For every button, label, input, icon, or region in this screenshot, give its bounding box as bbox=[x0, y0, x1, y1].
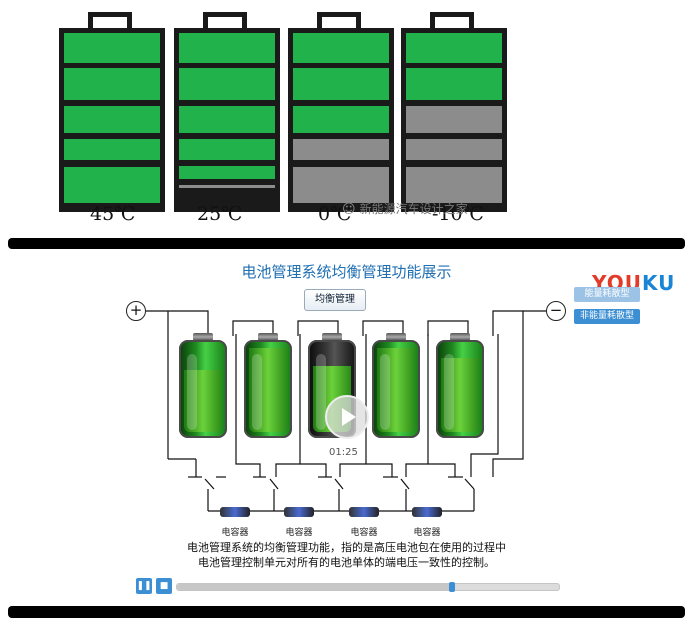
capacitor-label: 电容器 bbox=[285, 528, 313, 538]
pause-icon[interactable]: ❚❚ bbox=[136, 578, 152, 594]
battery-cell-1 bbox=[179, 333, 227, 438]
video-top-border bbox=[8, 238, 685, 249]
temp-label-25: 25℃ bbox=[197, 203, 243, 225]
temp-label-minus10: -10℃ bbox=[432, 203, 484, 225]
capacitor-4 bbox=[412, 507, 442, 517]
video-player[interactable]: 电池管理系统均衡管理功能展示 均衡管理 YOUKU 能量耗散型 非能量耗散型 bbox=[8, 249, 685, 606]
circuit-diagram bbox=[146, 310, 546, 512]
balance-management-button[interactable]: 均衡管理 bbox=[304, 289, 366, 311]
capacitor-label: 电容器 bbox=[413, 528, 441, 538]
stop-icon[interactable]: ■ bbox=[156, 578, 172, 594]
progress-bar[interactable] bbox=[176, 582, 560, 592]
capacitor-1 bbox=[220, 507, 250, 517]
capacitor-label: 电容器 bbox=[221, 528, 249, 538]
progress-handle[interactable] bbox=[449, 582, 456, 592]
watermark: ☺新能源汽车设计之家 bbox=[342, 200, 468, 217]
video-description: 电池管理系统的均衡管理功能，指的是高压电池包在使用的过程中 电池管理控制单元对所… bbox=[8, 540, 685, 570]
video-title: 电池管理系统均衡管理功能展示 bbox=[241, 263, 452, 281]
video-bottom-border bbox=[8, 606, 685, 618]
capacitor-3 bbox=[349, 507, 379, 517]
battery-cell-5 bbox=[436, 333, 484, 438]
capacitor-2 bbox=[284, 507, 314, 517]
temp-label-45: 45℃ bbox=[90, 203, 136, 225]
energy-dissipation-button[interactable]: 能量耗散型 bbox=[574, 287, 640, 302]
description-line-2: 电池管理控制单元对所有的电池单体的端电压一致性的控制。 bbox=[198, 556, 495, 569]
non-energy-dissipation-button[interactable]: 非能量耗散型 bbox=[574, 309, 640, 324]
watermark-text: 新能源汽车设计之家 bbox=[359, 202, 468, 216]
video-time: 01:25 bbox=[329, 447, 358, 458]
wechat-icon: ☺ bbox=[342, 202, 356, 217]
negative-terminal-icon: − bbox=[546, 301, 566, 321]
battery-cell-2 bbox=[244, 333, 292, 438]
description-line-1: 电池管理系统的均衡管理功能，指的是高压电池包在使用的过程中 bbox=[187, 541, 506, 554]
battery-cell-4 bbox=[372, 333, 420, 438]
battery-temperature-image: 45℃ 25℃ 0℃ -10℃ ☺新能源汽车设计之家 bbox=[0, 0, 695, 236]
temp-label-0: 0℃ bbox=[318, 203, 352, 225]
capacitor-label: 电容器 bbox=[350, 528, 378, 538]
progress-fill bbox=[177, 584, 453, 590]
positive-terminal-icon: + bbox=[126, 301, 146, 321]
play-icon[interactable] bbox=[325, 395, 369, 439]
